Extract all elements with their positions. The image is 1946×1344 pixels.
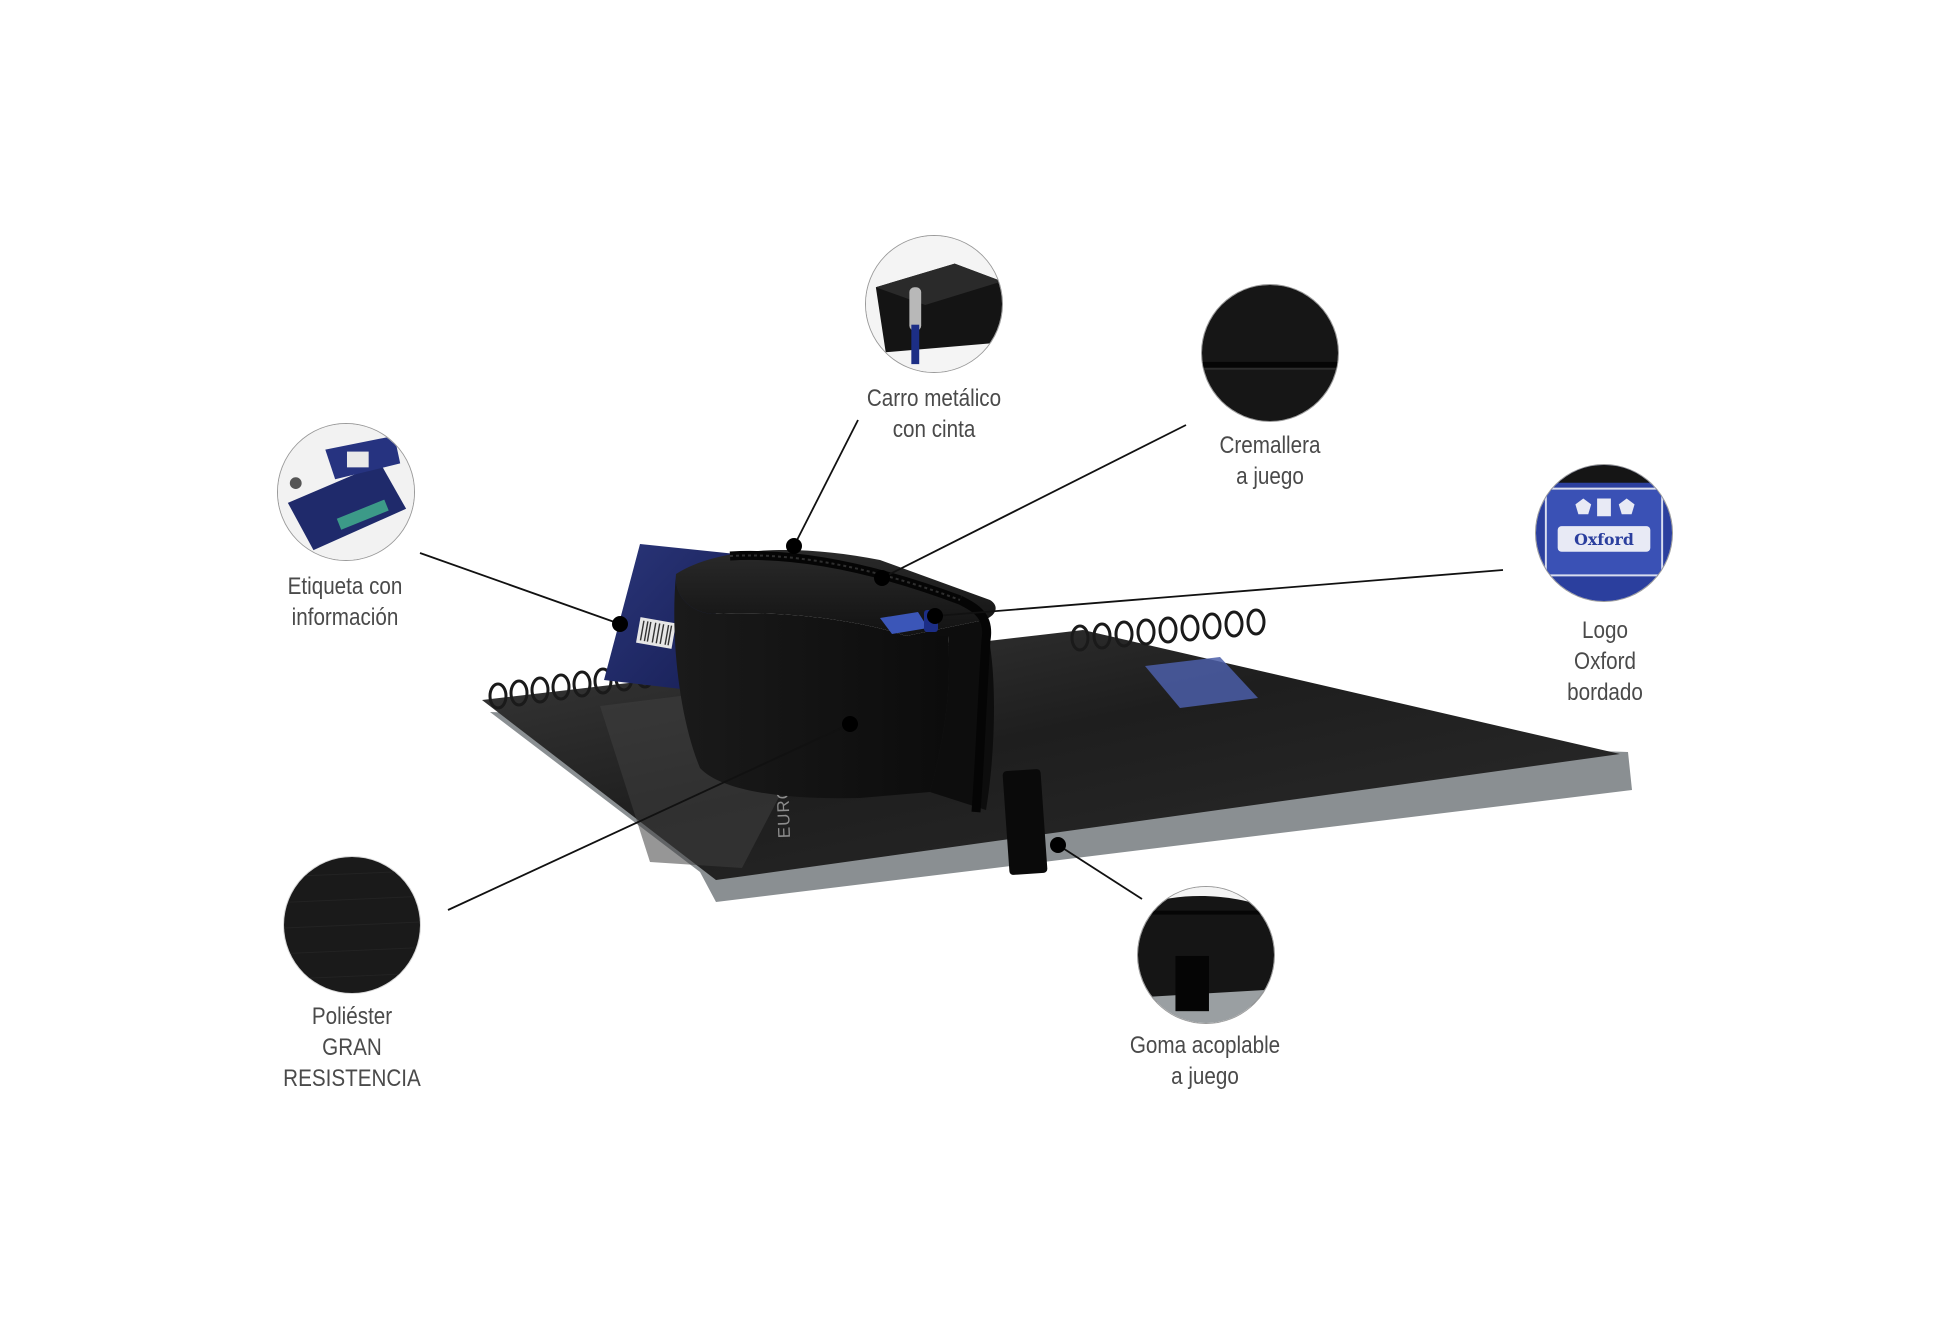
elastic-band-callout-photo xyxy=(1137,886,1275,1024)
leader-lines xyxy=(419,419,1504,911)
zipper-pull-label: Carro metálico con cinta xyxy=(866,385,1002,443)
pouch-end xyxy=(906,620,994,810)
pouch-front xyxy=(674,574,950,799)
elastic-band-label: Goma acoplable a juego xyxy=(1129,1032,1281,1090)
zipper-fabric-callout-photo xyxy=(1201,284,1339,422)
info-tag-callout-photo xyxy=(277,423,415,561)
info-tag-label: Etiqueta con información xyxy=(287,573,403,631)
pouch-logo-tab xyxy=(880,612,928,634)
leader-dots xyxy=(612,538,1066,853)
pouch-elastic-band xyxy=(1002,769,1048,875)
polyester-label: Poliéster GRAN RESISTENCIA xyxy=(283,1003,421,1092)
notebook-blue-panel xyxy=(1145,657,1258,708)
oxford-logo-callout-photo: Oxford xyxy=(1535,464,1673,602)
pencil-pouch xyxy=(674,549,1048,875)
polyester-fabric-callout-photo xyxy=(283,856,421,994)
oxford-logo-text: Oxford xyxy=(1574,530,1634,549)
zipper-pull-callout-photo xyxy=(865,235,1003,373)
oxford-logo-label: Logo Oxford bordado xyxy=(1567,617,1643,706)
zipper-label: Cremallera a juego xyxy=(1219,432,1321,490)
